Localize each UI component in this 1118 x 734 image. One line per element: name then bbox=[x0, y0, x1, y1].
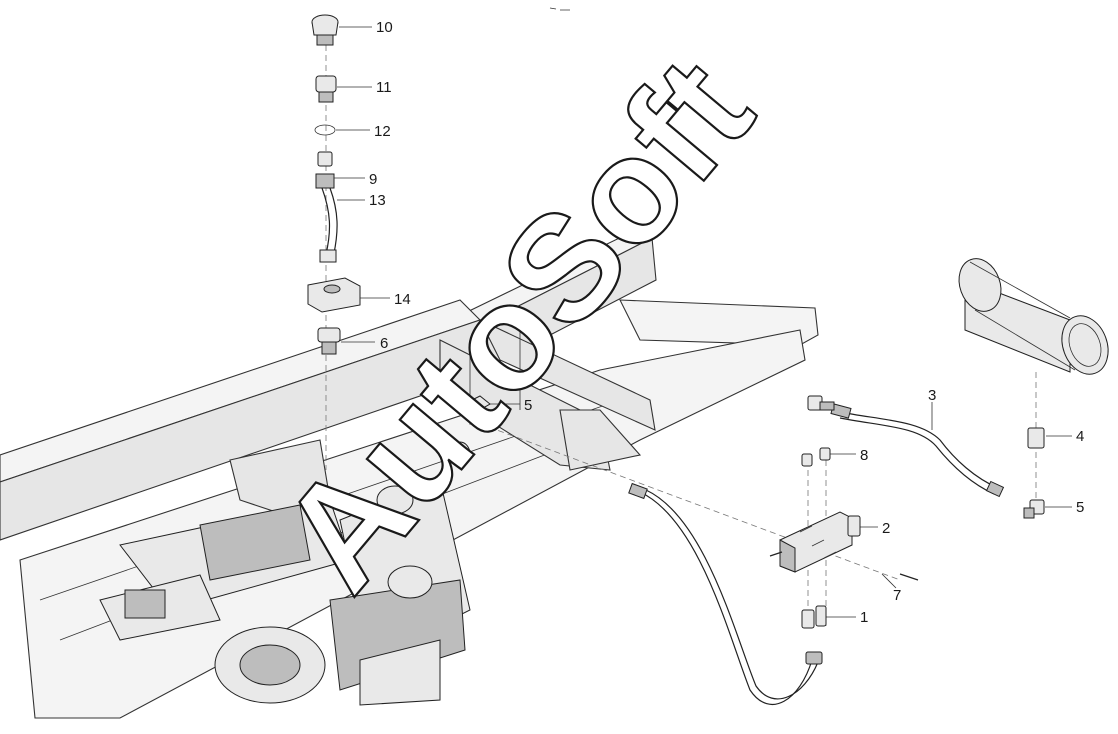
gearbox-flange bbox=[359, 639, 441, 706]
callout-3: 3 bbox=[928, 387, 936, 404]
callout-6: 6 bbox=[380, 335, 388, 352]
frame-tube-opening bbox=[449, 441, 471, 467]
callout-9: 9 bbox=[369, 171, 377, 188]
callout-1: 1 bbox=[860, 609, 868, 626]
part-13-hose bbox=[315, 151, 338, 263]
air-tank bbox=[958, 258, 1109, 375]
callout-7: 7 bbox=[893, 587, 901, 604]
part-11-adapter bbox=[315, 75, 337, 103]
callout-10: 10 bbox=[376, 19, 393, 36]
part-7-pin bbox=[899, 573, 919, 581]
callout-13: 13 bbox=[369, 192, 386, 209]
callout-12: 12 bbox=[374, 123, 391, 140]
part-10-cap bbox=[311, 14, 339, 46]
callout-14: 14 bbox=[394, 291, 411, 308]
part-3-hose bbox=[830, 403, 1005, 498]
frame-rail-far-end bbox=[619, 299, 819, 346]
engine-component bbox=[124, 589, 166, 619]
callout-4: 4 bbox=[1076, 428, 1084, 445]
part-6-fitting bbox=[317, 327, 341, 355]
part-4-fitting bbox=[1027, 427, 1045, 449]
gearbox-boss bbox=[387, 565, 433, 599]
part-2-solenoid-valve bbox=[769, 511, 861, 573]
frame-bracket bbox=[559, 409, 642, 471]
part-14-clamp-block bbox=[307, 277, 361, 313]
engine-assembly bbox=[99, 439, 471, 706]
leader-lines bbox=[334, 26, 1072, 618]
frame-edge-line bbox=[469, 330, 521, 410]
part-1-fitting bbox=[801, 605, 827, 629]
engine-block bbox=[199, 504, 311, 581]
gearbox-boss bbox=[376, 485, 414, 515]
part-8-fitting bbox=[819, 447, 831, 461]
callout-8: 8 bbox=[860, 447, 868, 464]
callout-5: 5 bbox=[524, 397, 532, 414]
part-8-fitting bbox=[801, 453, 813, 467]
elbow-fitting bbox=[807, 395, 835, 411]
part-5-tee-fitting bbox=[463, 395, 491, 425]
scan-artifact bbox=[549, 7, 570, 11]
callout-labels: 10 11 12 9 13 14 6 5 3 4 8 5 2 7 1 bbox=[369, 19, 1084, 626]
frame-cross-member bbox=[478, 318, 656, 431]
callout-5: 5 bbox=[1076, 499, 1084, 516]
flywheel-center bbox=[239, 644, 301, 686]
part-5-elbow-fitting bbox=[1023, 499, 1045, 519]
callout-2: 2 bbox=[882, 520, 890, 537]
part-12-o-ring bbox=[314, 124, 336, 136]
callout-11: 11 bbox=[376, 79, 392, 96]
long-hose bbox=[628, 482, 823, 705]
